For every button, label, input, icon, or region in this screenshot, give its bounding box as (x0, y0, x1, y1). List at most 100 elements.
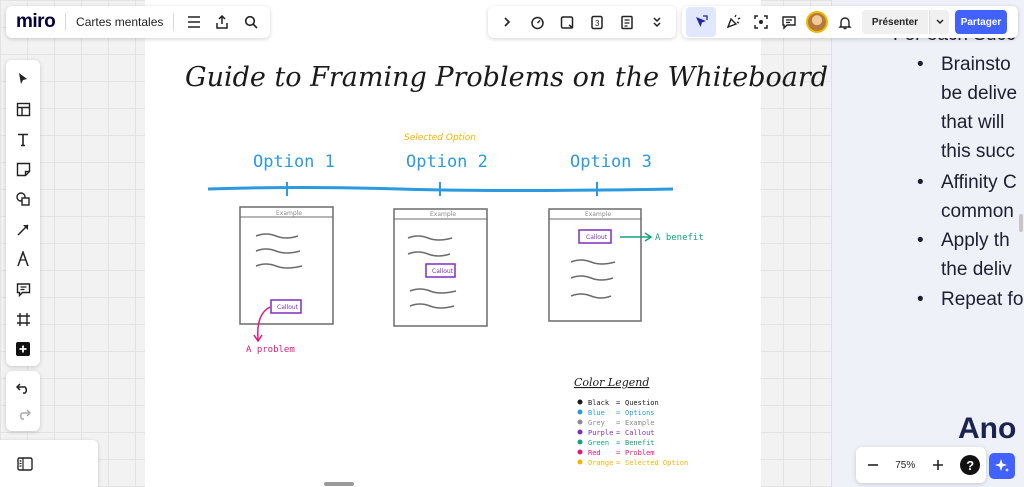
legend-eq: = (616, 409, 620, 417)
chevron-double-down-icon[interactable] (646, 11, 668, 33)
cursor-mode-button[interactable] (686, 7, 716, 37)
reactions-icon[interactable] (722, 11, 744, 33)
problem-arrow-head (253, 334, 263, 343)
ai-assist-button[interactable] (989, 453, 1015, 479)
option-3-label[interactable]: Option 3 (570, 152, 652, 172)
doc-bullet-4-line: Repeat fo (941, 289, 1024, 310)
doc-bullet-3-line: the deliv (941, 259, 1012, 280)
notification-bell-icon[interactable] (834, 11, 856, 33)
sticky-vote-icon[interactable] (556, 11, 578, 33)
search-icon[interactable] (241, 11, 260, 33)
legend-eq: = (616, 419, 620, 427)
doc-bullet-1-line: that will (941, 112, 1005, 133)
legend-dot (577, 449, 583, 455)
legend-name: Orange (588, 459, 613, 467)
bullet-dot: • (917, 172, 924, 193)
divider (173, 13, 175, 31)
zoom-in-icon[interactable] (927, 454, 949, 476)
share-button[interactable]: Partager (955, 10, 1007, 34)
frame-header: Example (585, 211, 611, 218)
color-legend[interactable]: Black = Question Blue = Options Grey = E… (577, 399, 689, 467)
sparkle-icon (995, 459, 1009, 472)
templates-icon[interactable] (10, 94, 36, 124)
text-tool-icon[interactable] (10, 124, 36, 154)
selected-option-note[interactable]: Selected Option (404, 133, 476, 143)
redo-icon[interactable] (10, 401, 36, 427)
legend-meaning: Benefit (625, 439, 655, 447)
legend-dot (577, 409, 583, 415)
focus-frame-icon[interactable] (750, 11, 772, 33)
frame-tool-icon[interactable] (10, 304, 36, 334)
top-left-toolbar: miro Cartes mentales (6, 6, 270, 38)
callout-label: Callout (277, 304, 299, 311)
avatar[interactable] (806, 11, 828, 33)
doc-bullet-2-line: common (941, 201, 1014, 222)
present-button[interactable]: Présenter (862, 10, 928, 34)
undo-icon[interactable] (10, 375, 36, 401)
help-button[interactable]: ? (960, 455, 981, 475)
legend-meaning: Example (625, 419, 655, 427)
chevron-down-icon (935, 19, 944, 25)
pen-icon[interactable] (10, 244, 36, 274)
benefit-label[interactable]: A benefit (655, 233, 704, 243)
doc-bullet-2-line: Affinity C (941, 172, 1017, 193)
zoom-controls: 75% ? (856, 447, 986, 483)
add-more-icon[interactable] (10, 334, 36, 364)
notes-icon[interactable] (616, 11, 638, 33)
legend-name: Black (588, 399, 610, 407)
sticky-note-icon[interactable] (10, 154, 36, 184)
legend-name: Blue (588, 409, 605, 417)
legend-dot (577, 439, 583, 445)
legend-eq: = (616, 449, 620, 457)
legend-meaning: Problem (625, 449, 655, 457)
legend-meaning: Question (625, 399, 659, 407)
export-icon[interactable] (213, 11, 232, 33)
option-1-label[interactable]: Option 1 (253, 152, 335, 172)
select-tool-icon[interactable] (10, 64, 36, 94)
bottom-left-panel (0, 440, 98, 487)
left-toolbar (6, 60, 40, 366)
legend-dot (577, 429, 583, 435)
callout-label: Callout (432, 268, 454, 275)
legend-name: Purple (588, 429, 613, 437)
board-title[interactable]: Guide to Framing Problems on the Whitebo… (185, 62, 828, 93)
legend-meaning: Options (625, 409, 655, 417)
doc-scrollbar[interactable] (1019, 214, 1023, 232)
chevron-right-icon[interactable] (496, 11, 518, 33)
frame-header: Example (276, 210, 302, 217)
legend-title[interactable]: Color Legend (574, 376, 649, 389)
problem-arrow[interactable] (257, 306, 271, 341)
menu-icon[interactable] (184, 11, 203, 33)
legend-dot (577, 399, 583, 405)
example-frame-2[interactable]: Example Callout (393, 208, 488, 327)
zoom-level[interactable]: 75% (895, 459, 916, 471)
document-panel[interactable] (831, 0, 1024, 487)
comment-tool-icon[interactable] (10, 274, 36, 304)
comment-icon[interactable] (778, 11, 800, 33)
example-frame-1[interactable]: Example Callout (239, 206, 334, 325)
miro-logo[interactable]: miro (16, 11, 56, 32)
legend-dot (577, 459, 583, 465)
frame-header: Example (430, 211, 456, 218)
sidebar-toggle-icon[interactable] (14, 453, 36, 475)
callout-label: Callout (586, 234, 608, 241)
divider (65, 13, 67, 31)
legend-eq: = (616, 459, 620, 467)
board-scrollbar[interactable] (324, 482, 354, 486)
example-frame-3[interactable]: Example Callout (548, 208, 642, 322)
problem-label[interactable]: A problem (246, 345, 295, 355)
doc-bullet-1-line: Brainsto (941, 54, 1011, 75)
connection-line-icon[interactable] (10, 214, 36, 244)
timeline-line[interactable] (207, 186, 674, 192)
timer-icon[interactable] (526, 11, 548, 33)
doc-heading: Ano (958, 412, 1017, 445)
present-options-button[interactable] (929, 10, 949, 34)
shapes-icon[interactable] (10, 184, 36, 214)
top-right-toolbar: Présenter Partager (682, 6, 1018, 38)
legend-dot (577, 419, 583, 425)
board-name[interactable]: Cartes mentales (76, 15, 164, 29)
zoom-out-icon[interactable] (862, 454, 884, 476)
card-count-icon[interactable]: 3 (586, 11, 608, 33)
option-2-label[interactable]: Option 2 (406, 152, 488, 172)
